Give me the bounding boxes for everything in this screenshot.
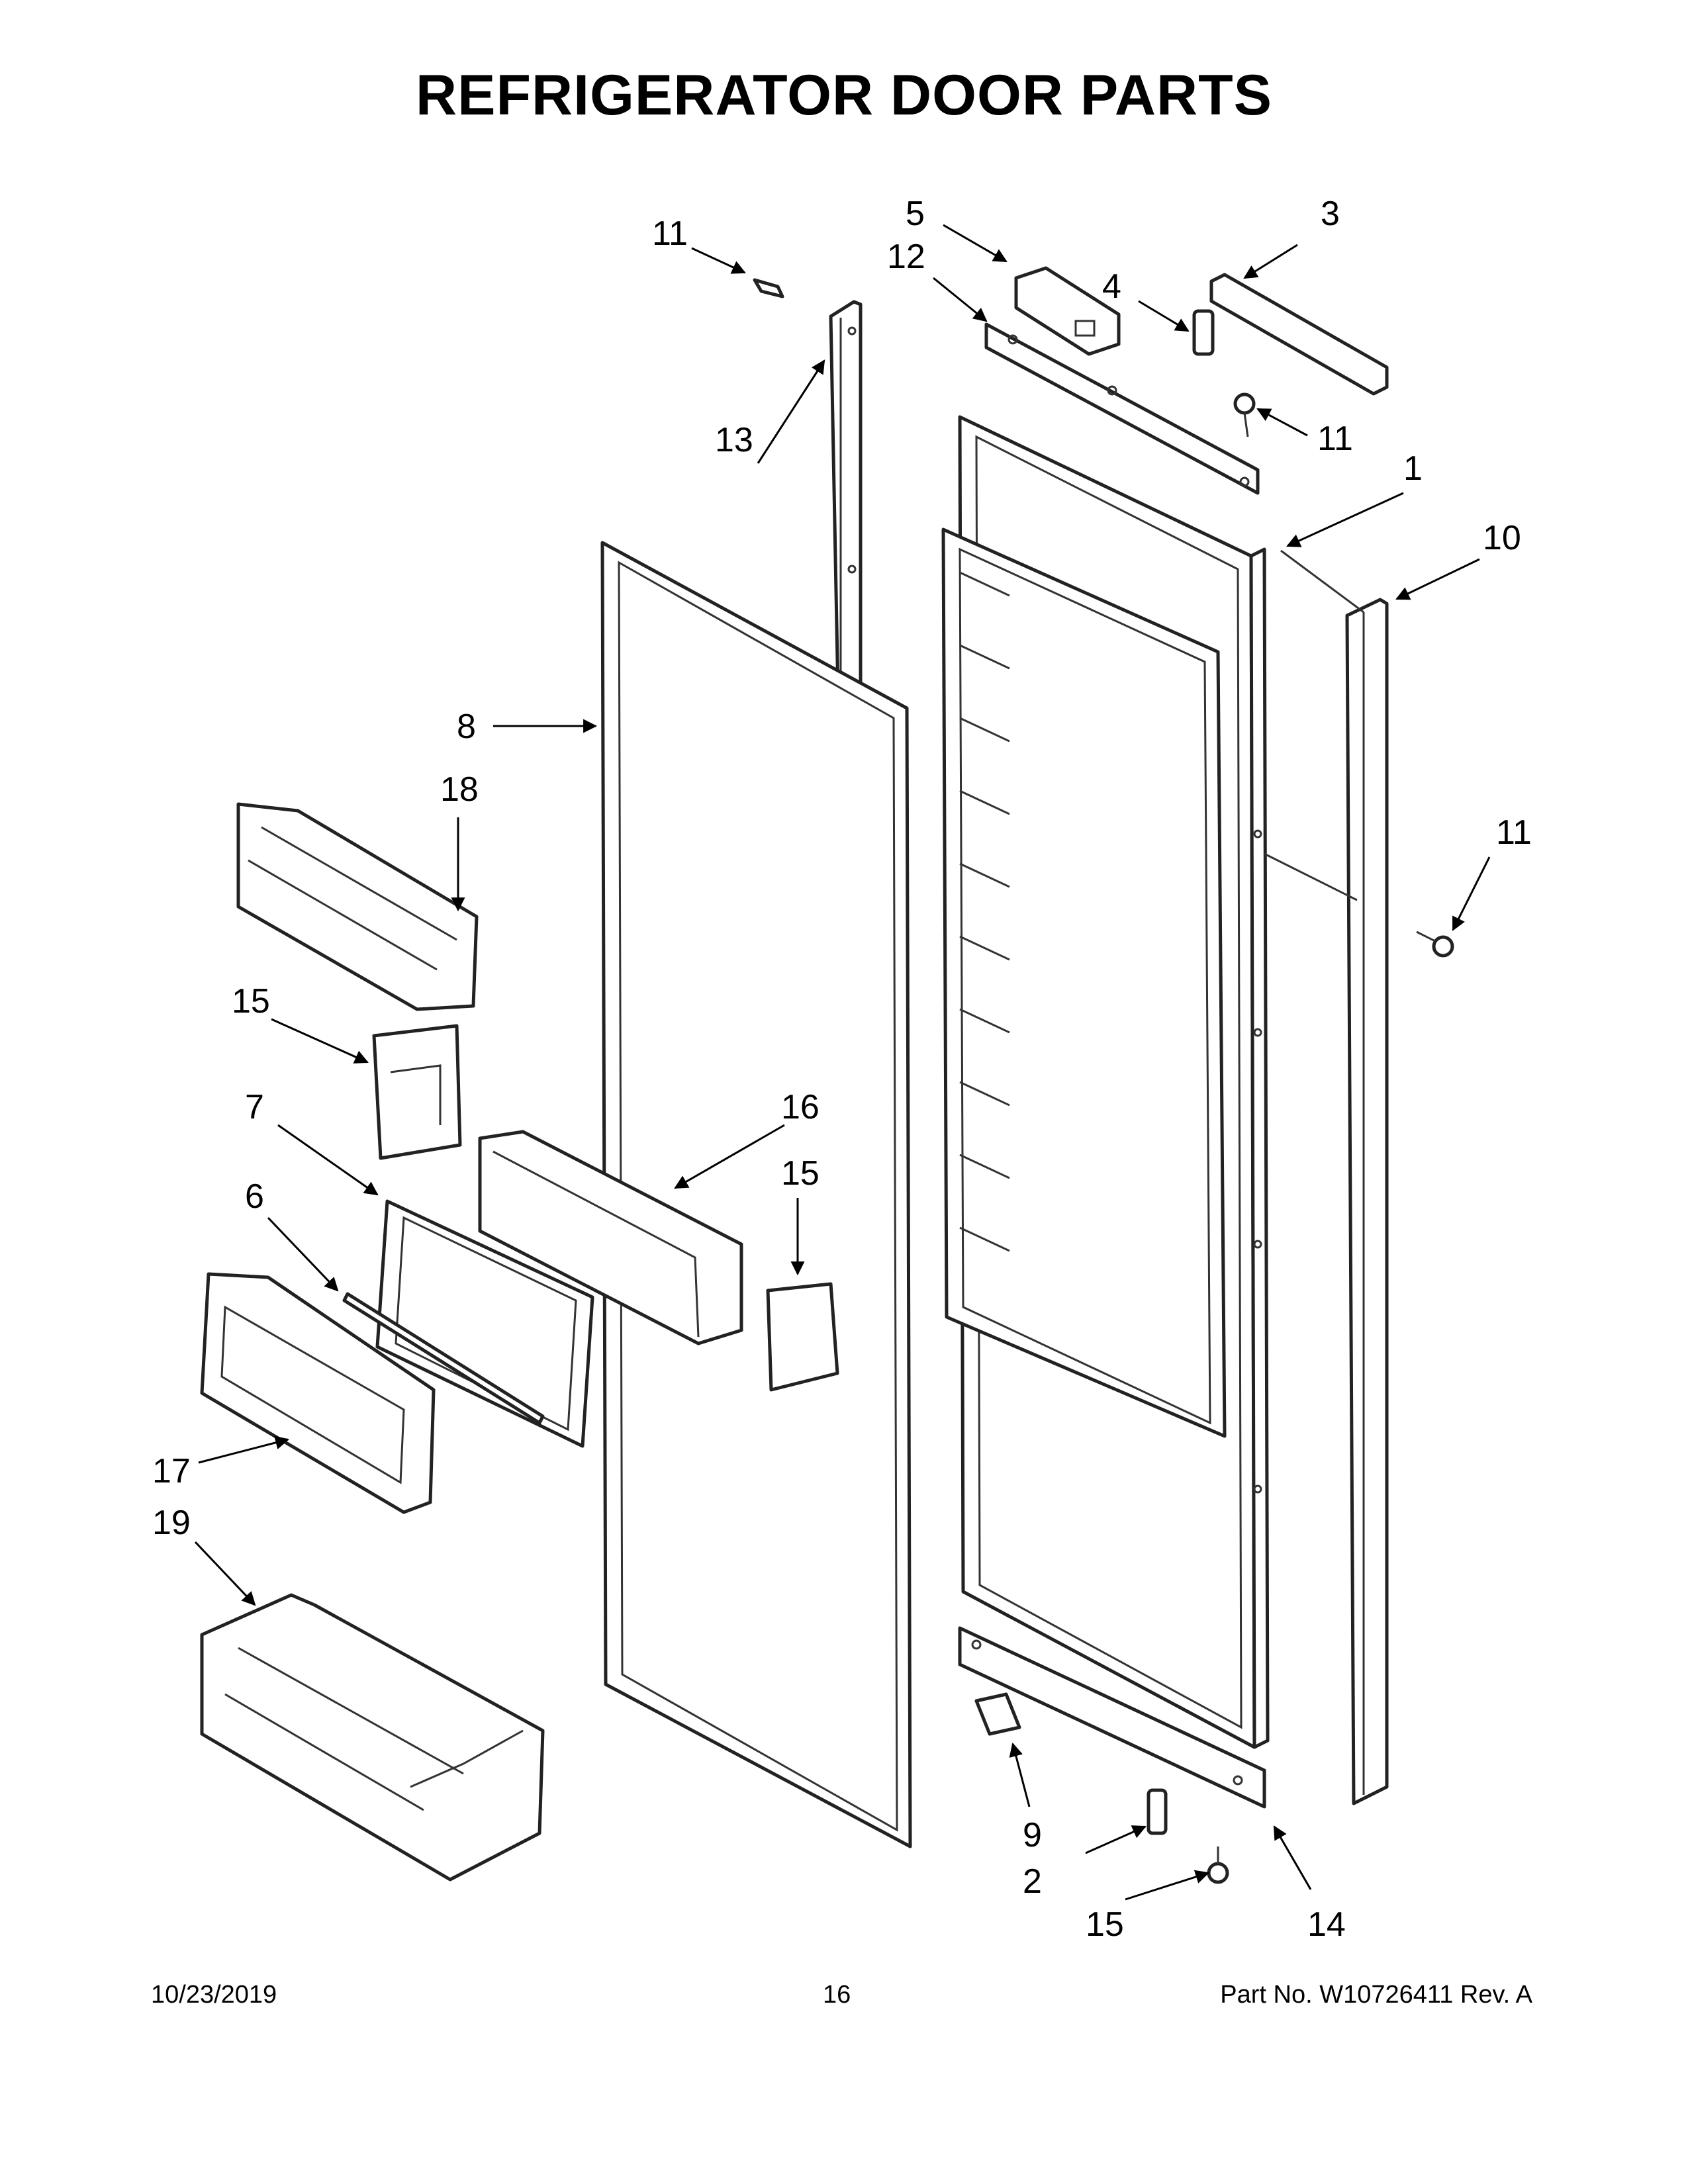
callout-10: 10 <box>1483 519 1521 557</box>
callout-9: 9 <box>1023 1816 1042 1854</box>
callout-8: 8 <box>457 707 476 746</box>
screw-11-right <box>1416 931 1454 958</box>
part-6-hinge-rod <box>342 1292 545 1425</box>
part-12-top-cap <box>984 322 1260 495</box>
part-15-end-cap-right <box>766 1282 839 1392</box>
callout-15-bottom: 15 <box>1086 1905 1124 1944</box>
callout-11-right: 11 <box>1496 813 1532 852</box>
footer-part-number: Part No. W10726411 Rev. A <box>1220 1981 1532 2009</box>
screw-11-top-right <box>1233 392 1256 437</box>
footer-date: 10/23/2019 <box>151 1981 277 2009</box>
footer-page-number: 16 <box>823 1981 851 2009</box>
part-3-hinge-cover <box>1209 273 1389 396</box>
part-16-dairy-compartment <box>478 1130 743 1345</box>
callout-1: 1 <box>1403 449 1423 488</box>
callout-15-left: 15 <box>232 982 270 1021</box>
callout-15-right: 15 <box>781 1154 820 1193</box>
part-19-door-bin <box>200 1593 545 1882</box>
callout-17: 17 <box>152 1452 191 1490</box>
callout-3: 3 <box>1321 195 1340 233</box>
callout-16: 16 <box>781 1088 820 1126</box>
part-15-end-cap-left <box>372 1024 462 1160</box>
part-13-trim <box>829 300 863 697</box>
screw-15-bottom <box>1207 1846 1229 1884</box>
part-5-switch <box>1014 266 1121 356</box>
callout-14: 14 <box>1307 1905 1346 1944</box>
callout-13: 13 <box>715 421 753 459</box>
part-4-hinge-pin <box>1192 309 1215 356</box>
part-2-hinge-pin <box>1147 1788 1168 1835</box>
callout-5: 5 <box>906 195 925 233</box>
part-14-bottom-cap <box>958 1626 1266 1809</box>
callout-7: 7 <box>245 1088 264 1126</box>
page-title: REFRIGERATOR DOOR PARTS <box>416 64 1272 127</box>
callout-11-top-left: 11 <box>652 214 688 253</box>
part-18-door-bin <box>236 802 479 1011</box>
callout-18: 18 <box>440 770 479 809</box>
callout-4: 4 <box>1102 267 1121 306</box>
callout-6: 6 <box>245 1177 264 1216</box>
part-9-shim <box>974 1692 1021 1736</box>
callout-11-top-right: 11 <box>1317 420 1353 458</box>
callout-12: 12 <box>887 238 925 276</box>
callout-2: 2 <box>1023 1862 1042 1901</box>
part-1-door-liner <box>941 415 1270 1749</box>
callout-19: 19 <box>152 1504 191 1542</box>
part-10-trim <box>1345 598 1389 1805</box>
part-17-dairy-door <box>200 1272 436 1514</box>
part-7-dairy-door-frame <box>375 1199 594 1448</box>
screw-11-top-left <box>753 278 784 298</box>
